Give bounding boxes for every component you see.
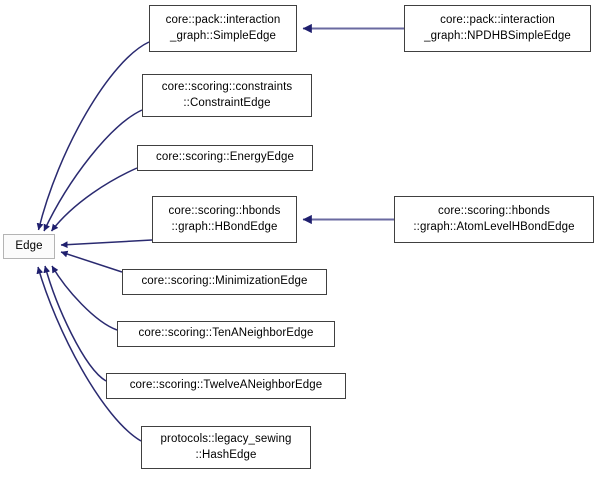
node-twelve-a-neighbor-edge-label: core::scoring::TwelveANeighborEdge <box>129 379 323 392</box>
node-npdhb-simple-edge[interactable]: core::pack::interaction _graph::NPDHBSim… <box>404 5 591 52</box>
node-twelve-a-neighbor-edge[interactable]: core::scoring::TwelveANeighborEdge <box>106 373 346 399</box>
connector-constraint-edge <box>43 109 143 232</box>
node-hbond-edge[interactable]: core::scoring::hbonds ::graph::HBondEdge <box>152 196 297 243</box>
node-atom-level-hbond-edge[interactable]: core::scoring::hbonds ::graph::AtomLevel… <box>394 196 594 243</box>
node-minimization-edge-label: core::scoring::MinimizationEdge <box>141 275 308 288</box>
node-npdhb-simple-edge-label: core::pack::interaction _graph::NPDHBSim… <box>424 13 571 42</box>
connector-minimization-edge <box>60 250 123 273</box>
connector-simple-edge <box>36 41 150 231</box>
node-atom-level-hbond-edge-label: core::scoring::hbonds ::graph::AtomLevel… <box>413 204 575 233</box>
node-energy-edge-label: core::scoring::EnergyEdge <box>155 151 295 164</box>
node-minimization-edge[interactable]: core::scoring::MinimizationEdge <box>122 269 327 295</box>
node-edge-label: Edge <box>15 239 43 252</box>
node-constraint-edge[interactable]: core::scoring::constraints ::ConstraintE… <box>142 74 312 117</box>
node-simple-edge-label: core::pack::interaction _graph::SimpleEd… <box>165 13 281 42</box>
node-hbond-edge-label: core::scoring::hbonds ::graph::HBondEdge <box>168 204 281 233</box>
node-hash-edge-label: protocols::legacy_sewing ::HashEdge <box>160 432 292 461</box>
node-ten-a-neighbor-edge-label: core::scoring::TenANeighborEdge <box>138 327 314 340</box>
node-constraint-edge-label: core::scoring::constraints ::ConstraintE… <box>161 80 293 109</box>
node-ten-a-neighbor-edge[interactable]: core::scoring::TenANeighborEdge <box>117 321 335 347</box>
connector-twelve-a-neighbor-edge <box>43 265 107 382</box>
node-simple-edge[interactable]: core::pack::interaction _graph::SimpleEd… <box>149 5 297 52</box>
node-edge: Edge <box>3 234 55 259</box>
node-hash-edge[interactable]: protocols::legacy_sewing ::HashEdge <box>141 426 311 469</box>
node-energy-edge[interactable]: core::scoring::EnergyEdge <box>137 145 313 171</box>
connector-ten-a-neighbor-edge <box>51 265 118 331</box>
connector-energy-edge <box>50 167 138 232</box>
connector-hbond-edge <box>60 239 153 249</box>
